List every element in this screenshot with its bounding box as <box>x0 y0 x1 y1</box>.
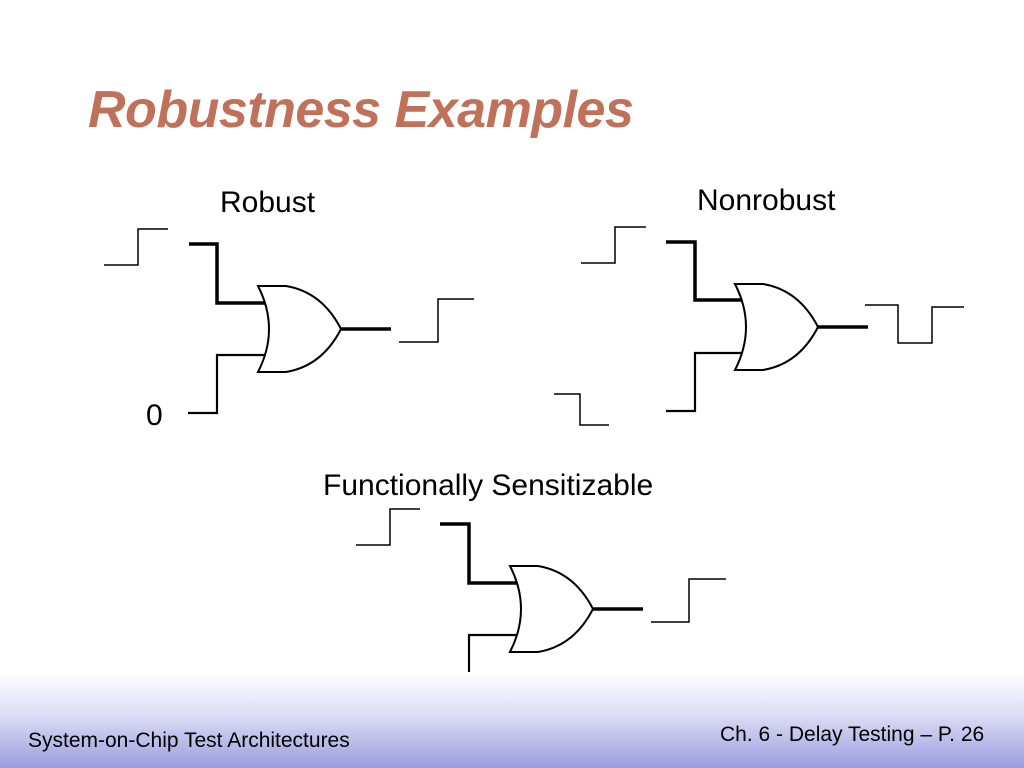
slide-title: Robustness Examples <box>88 81 634 139</box>
nonrobust-example <box>554 226 964 426</box>
nonrobust-input-a-waveform <box>581 226 646 264</box>
nonrobust-or-gate <box>733 283 820 371</box>
nonrobust-input-b-wire <box>666 351 751 413</box>
footer-band <box>0 672 1024 768</box>
footer-page-info: Ch. 6 - Delay Testing – P. 26 <box>720 723 985 746</box>
nonrobust-output-waveform <box>865 304 964 344</box>
robust-input-b-wire <box>188 353 274 415</box>
functional-input-a-wire <box>440 522 526 585</box>
constant-zero-label: 0 <box>146 399 163 432</box>
robust-input-a-wire <box>189 242 274 305</box>
footer-course-title: System-on-Chip Test Architectures <box>28 729 350 752</box>
nonrobust-label: Nonrobust <box>697 184 836 217</box>
functional-or-gate <box>508 565 595 653</box>
robust-output-waveform <box>399 298 474 343</box>
functional-input-a-waveform <box>356 508 420 546</box>
robust-example <box>104 228 474 415</box>
functional-output-waveform <box>651 578 726 623</box>
nonrobust-input-a-wire <box>666 240 751 302</box>
nonrobust-input-b-waveform <box>554 393 609 426</box>
robust-label: Robust <box>220 186 316 219</box>
functionally-sensitizable-label: Functionally Sensitizable <box>323 469 654 502</box>
robust-input-a-waveform <box>104 228 168 266</box>
robust-or-gate <box>256 285 343 373</box>
